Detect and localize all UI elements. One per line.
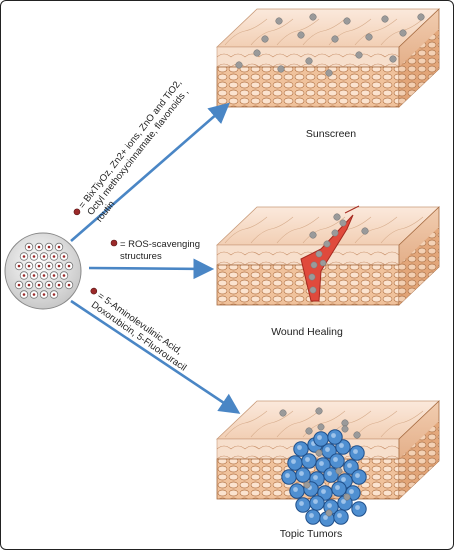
loaded-cargo <box>27 264 31 268</box>
agent-line: Octyl methoxycinnamate, flavonoids , <box>85 87 191 218</box>
nanoparticle <box>381 15 389 23</box>
nanoparticle <box>389 55 397 63</box>
dermis-layer <box>216 66 400 108</box>
tumor-particles <box>303 423 351 517</box>
nanoparticles <box>235 13 425 77</box>
loaded-cargo <box>57 283 61 287</box>
nanoparticle <box>303 481 311 489</box>
side-dermis <box>399 421 439 499</box>
nanoparticle <box>317 423 325 431</box>
arrow-to-sunscreen <box>70 102 230 242</box>
arrow-to-wound-healing <box>88 258 215 280</box>
loaded-cargo <box>37 264 41 268</box>
nanoparticle <box>343 493 351 501</box>
loaded-cargo <box>62 274 66 277</box>
loaded-cargo <box>22 255 26 258</box>
nanoparticle <box>315 449 323 457</box>
nanoparticle <box>309 13 317 21</box>
loaded-cargo <box>67 264 71 268</box>
loaded-cargo <box>42 293 46 296</box>
nanoparticle <box>333 213 341 221</box>
side-dermis <box>399 227 439 305</box>
loaded-cargo <box>57 245 61 249</box>
nanoparticle <box>297 31 305 39</box>
agent-line: Doxorubicin, 5-Fluorouracil <box>89 299 188 373</box>
nanoparticles <box>309 213 369 239</box>
nanoparticles <box>279 407 361 439</box>
nanoparticle <box>343 17 351 25</box>
agent-label-sunscreen: = BixTiyOz, Zn2+ ions, ZnO and TiO2, Oct… <box>73 77 191 224</box>
agent-label-wound-healing: = ROS-scavenging structures <box>110 239 200 262</box>
nanoparticle <box>331 35 339 43</box>
skin-block-sunscreen <box>215 8 441 108</box>
nanoparticle <box>341 419 349 427</box>
loaded-cargo <box>37 283 41 287</box>
loaded-cargo <box>52 293 56 296</box>
panel-caption-sunscreen: Sunscreen <box>306 128 356 140</box>
nanoparticle <box>315 407 323 415</box>
surface-texture <box>224 216 424 244</box>
nanoparticle <box>355 51 363 59</box>
wound-particles <box>308 219 347 294</box>
nanoparticle <box>353 431 361 439</box>
nanoparticle <box>253 49 261 57</box>
nanoparticle <box>365 33 373 41</box>
loaded-cargo <box>32 255 36 258</box>
nanoparticle <box>417 13 425 21</box>
loaded-cargo <box>37 245 41 249</box>
loaded-cargo <box>47 283 51 287</box>
loaded-cargo <box>22 274 26 277</box>
panel-caption-topic-tumors: Topic Tumors <box>280 528 342 540</box>
bullet-icon <box>110 239 118 247</box>
loaded-cargo <box>27 283 31 287</box>
nanoparticle <box>305 427 313 435</box>
nanoparticle <box>399 29 407 37</box>
loaded-cargo <box>17 283 21 287</box>
loaded-cargo <box>62 255 66 258</box>
side-dermis <box>399 29 439 107</box>
nanoparticle <box>275 17 283 25</box>
agent-line: structures <box>120 251 162 262</box>
panel-caption-wound-healing: Wound Healing <box>271 326 343 338</box>
nanoparticle <box>341 425 349 433</box>
nanoparticle <box>279 409 287 417</box>
loaded-cargo <box>17 264 21 268</box>
loaded-cargo <box>52 274 56 277</box>
nanoparticle <box>361 227 369 235</box>
loaded-cargo <box>52 255 56 258</box>
agent-line: = ROS-scavenging <box>120 239 200 250</box>
surface-texture <box>224 18 424 46</box>
nanoparticle <box>277 65 285 73</box>
nanoparticle <box>305 57 313 65</box>
loaded-cargo <box>42 274 46 277</box>
nanoparticle <box>325 509 333 517</box>
arrow-to-topic-tumors <box>70 299 241 414</box>
loaded-cargo <box>57 264 61 268</box>
loaded-cargo <box>42 255 46 258</box>
agent-label-topic-tumors: = 5-Aminolevulinic Acid, Doxorubicin, 5-… <box>89 287 188 374</box>
nanoparticle <box>309 231 317 239</box>
loaded-cargo <box>22 293 26 296</box>
bullet-icon <box>90 287 98 295</box>
nanoparticle <box>261 35 269 43</box>
tumor-cluster <box>281 423 367 527</box>
nanotube-bundle <box>4 232 82 310</box>
loaded-cargo <box>47 245 51 249</box>
loaded-cargo <box>67 283 71 287</box>
loaded-cargo <box>47 264 51 268</box>
loaded-cargo <box>27 245 31 249</box>
nanoparticle <box>335 467 343 475</box>
wound-wedge <box>300 205 360 302</box>
loaded-cargo <box>32 274 36 277</box>
nanoparticle <box>325 69 333 77</box>
loaded-cargo <box>32 293 36 296</box>
nanoparticle <box>235 61 243 69</box>
bullet-icon <box>73 208 81 216</box>
